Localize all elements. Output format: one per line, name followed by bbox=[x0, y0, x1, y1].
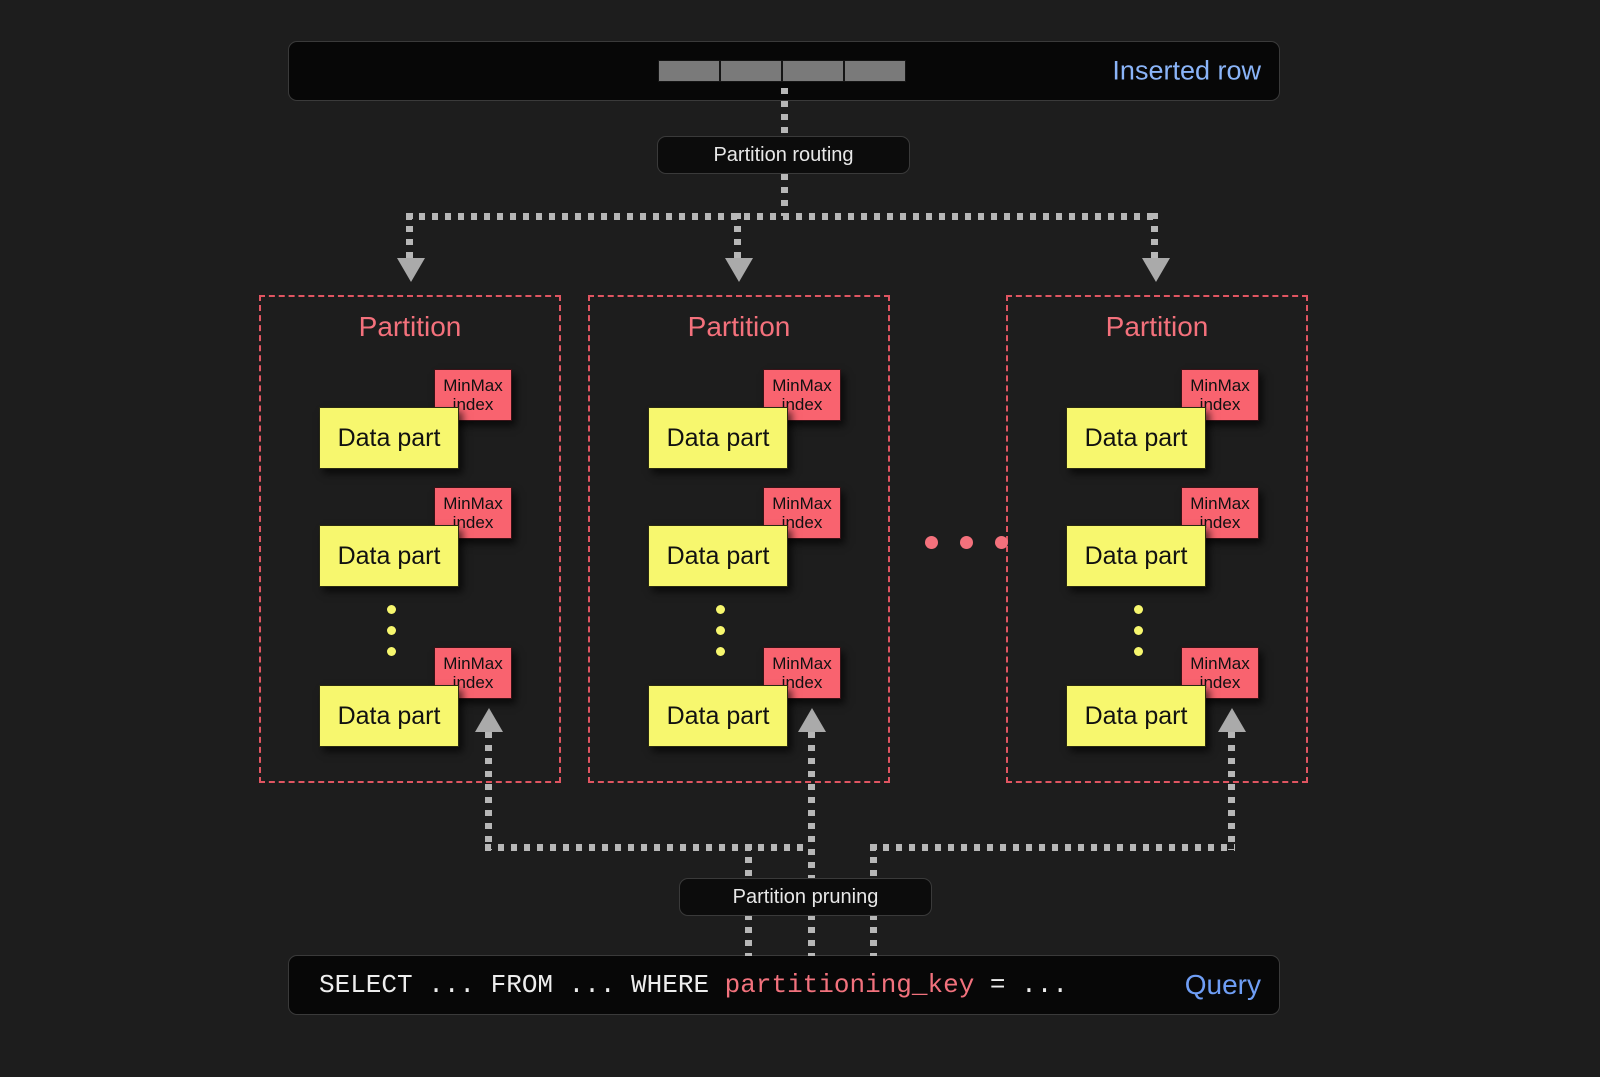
data-part-box: Data part bbox=[648, 685, 788, 747]
query-statement: SELECT ... FROM ... WHERE partitioning_k… bbox=[319, 970, 1068, 1000]
routing-fanout-bus bbox=[406, 213, 1158, 220]
arrow-up-icon bbox=[1218, 708, 1246, 732]
data-part-box: Data part bbox=[648, 407, 788, 469]
pruning-bus-right bbox=[870, 844, 1235, 851]
row-cell bbox=[720, 60, 782, 82]
connector-pruning-to-query-right bbox=[870, 914, 877, 956]
partition-title: Partition bbox=[687, 311, 791, 342]
pruning-bus-left bbox=[485, 844, 810, 851]
query-suffix: = ... bbox=[974, 970, 1068, 1000]
minmax-index-badge: MinMax index bbox=[434, 487, 512, 539]
query-bar: SELECT ... FROM ... WHERE partitioning_k… bbox=[288, 955, 1280, 1015]
partition-routing-label: Partition routing bbox=[713, 143, 854, 166]
data-part-ellipsis bbox=[716, 605, 725, 656]
data-part-ellipsis bbox=[1134, 605, 1143, 656]
partition-title: Partition bbox=[358, 311, 462, 342]
connector-pruning-to-partition-1 bbox=[485, 732, 492, 850]
partition-pruning-label: Partition pruning bbox=[732, 885, 879, 908]
minmax-index-badge: MinMax index bbox=[763, 487, 841, 539]
inserted-row-label: Inserted row bbox=[1112, 55, 1261, 86]
data-part-box: Data part bbox=[1066, 525, 1206, 587]
connector-pruning-to-query-left bbox=[745, 914, 752, 956]
arrow-down-icon bbox=[397, 258, 425, 282]
connector-bus-to-pruning-left bbox=[745, 844, 752, 880]
arrow-down-icon bbox=[1142, 258, 1170, 282]
connector-pruning-to-partition-2 bbox=[808, 732, 815, 947]
connector-pruning-to-query-middle bbox=[808, 914, 815, 956]
connector-insert-to-routing bbox=[781, 88, 788, 140]
partition-3: Partition MinMax index Data part MinMax … bbox=[1006, 295, 1308, 783]
row-cell bbox=[782, 60, 844, 82]
partition-2: Partition MinMax index Data part MinMax … bbox=[588, 295, 890, 783]
data-part-ellipsis bbox=[387, 605, 396, 656]
arrow-up-icon bbox=[798, 708, 826, 732]
data-part-box: Data part bbox=[319, 407, 459, 469]
partitions-ellipsis bbox=[925, 536, 1008, 549]
data-part-box: Data part bbox=[319, 525, 459, 587]
query-keyword: partitioning_key bbox=[724, 970, 975, 1000]
data-part-box: Data part bbox=[1066, 407, 1206, 469]
arrow-up-icon bbox=[475, 708, 503, 732]
row-cell bbox=[844, 60, 906, 82]
query-label: Query bbox=[1184, 969, 1261, 1000]
connector-bus-to-partition-2 bbox=[734, 213, 741, 261]
connector-pruning-to-partition-3 bbox=[1228, 732, 1235, 850]
data-part-box: Data part bbox=[319, 685, 459, 747]
inserted-row-cells bbox=[658, 60, 906, 82]
connector-bus-to-partition-3 bbox=[1151, 213, 1158, 261]
connector-bus-to-pruning-right bbox=[870, 844, 877, 880]
partition-pruning-box: Partition pruning bbox=[679, 878, 932, 916]
partition-1: Partition MinMax index Data part MinMax … bbox=[259, 295, 561, 783]
partition-routing-box: Partition routing bbox=[657, 136, 910, 174]
row-cell bbox=[658, 60, 720, 82]
arrow-down-icon bbox=[725, 258, 753, 282]
connector-routing-to-bus bbox=[781, 174, 788, 216]
data-part-box: Data part bbox=[648, 525, 788, 587]
query-prefix: SELECT ... FROM ... WHERE bbox=[319, 970, 725, 1000]
connector-bus-to-partition-1 bbox=[406, 213, 413, 261]
data-part-box: Data part bbox=[1066, 685, 1206, 747]
partition-title: Partition bbox=[1105, 311, 1209, 342]
minmax-index-badge: MinMax index bbox=[434, 647, 512, 699]
minmax-index-badge: MinMax index bbox=[1181, 487, 1259, 539]
